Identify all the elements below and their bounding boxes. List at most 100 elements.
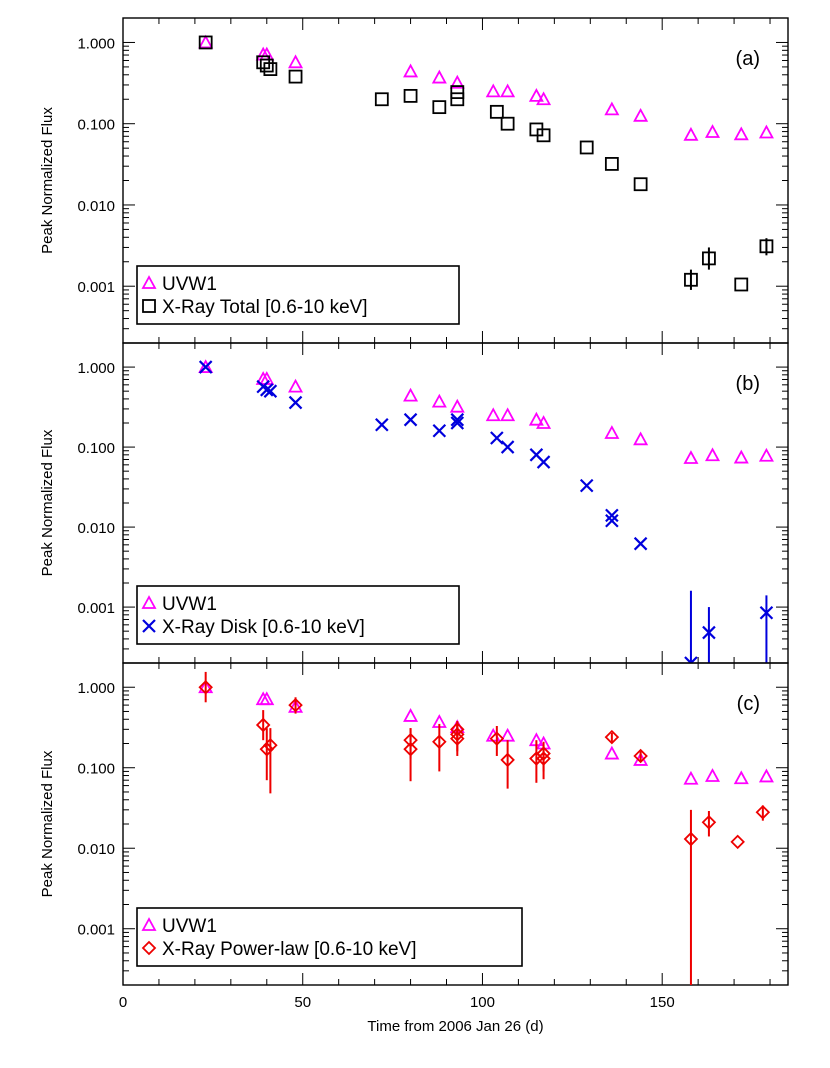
data-point <box>536 415 552 429</box>
data-point <box>536 746 551 761</box>
data-point <box>704 447 721 462</box>
data-point <box>403 387 419 402</box>
data-point <box>604 157 619 171</box>
data-point <box>633 177 648 192</box>
series-x <box>198 360 774 663</box>
panel-label: (a) <box>736 48 760 70</box>
data-point <box>432 100 447 115</box>
legend-box <box>136 907 523 967</box>
data-point <box>500 83 516 98</box>
series-diamond <box>198 671 771 985</box>
data-point <box>684 272 698 287</box>
data-point <box>259 58 274 73</box>
data-point <box>449 398 465 413</box>
data-point <box>704 768 721 782</box>
data-point <box>432 423 447 438</box>
data-point <box>490 431 504 445</box>
series-square <box>198 35 774 292</box>
data-point <box>263 384 278 398</box>
data-point <box>536 455 551 469</box>
data-point <box>403 412 418 427</box>
data-point <box>500 752 515 768</box>
data-point <box>633 536 648 551</box>
data-point <box>450 416 465 430</box>
data-point <box>528 88 544 102</box>
data-point <box>536 91 552 106</box>
data-point <box>198 360 213 374</box>
data-point <box>759 239 774 254</box>
data-point <box>758 447 774 462</box>
x-tick-label: 150 <box>650 994 675 1011</box>
x-tick-label: 0 <box>119 994 127 1011</box>
data-point <box>431 393 447 408</box>
legend-marker <box>141 275 157 289</box>
data-point <box>449 74 465 89</box>
data-point <box>758 124 774 139</box>
data-point <box>403 88 418 103</box>
data-point <box>288 697 303 713</box>
data-point <box>579 478 594 493</box>
data-point <box>263 62 278 77</box>
data-point <box>683 770 699 785</box>
data-point <box>288 395 303 410</box>
data-point <box>704 124 721 138</box>
y-axis-label: Peak Normalized Flux <box>39 429 56 576</box>
y-tick-label: 1.000 <box>77 360 115 377</box>
data-point <box>733 126 749 141</box>
legend-label: UVW1 <box>162 274 217 295</box>
data-point <box>263 738 278 753</box>
y-tick-label: 1.000 <box>77 35 115 52</box>
data-point <box>604 729 620 745</box>
data-point <box>759 605 774 620</box>
data-point <box>500 116 515 131</box>
y-tick-label: 0.100 <box>77 117 115 134</box>
data-point <box>683 126 699 141</box>
data-point <box>633 431 649 446</box>
data-point <box>683 450 699 464</box>
x-tick-label: 100 <box>470 994 495 1011</box>
y-axis-label: Peak Normalized Flux <box>39 750 56 897</box>
legend-box <box>136 265 460 325</box>
y-tick-label: 0.100 <box>77 440 115 457</box>
legend-marker <box>142 619 156 633</box>
data-point <box>374 92 389 107</box>
data-point <box>702 625 716 640</box>
data-point <box>633 748 648 764</box>
data-point <box>403 63 419 78</box>
data-point <box>260 383 274 397</box>
legend-label: UVW1 <box>162 916 217 937</box>
y-tick-label: 0.001 <box>77 279 115 296</box>
data-point <box>733 770 749 785</box>
data-point <box>683 831 699 847</box>
data-point <box>758 768 774 783</box>
data-point <box>485 407 501 422</box>
panel-label: (c) <box>737 693 760 715</box>
data-point <box>730 834 745 850</box>
y-tick-label: 0.010 <box>77 520 115 537</box>
data-point <box>733 449 749 464</box>
data-point <box>450 85 465 99</box>
data-point <box>198 34 214 49</box>
data-point <box>500 440 515 454</box>
data-point <box>701 815 717 830</box>
y-tick-label: 0.010 <box>77 841 115 858</box>
data-point <box>450 412 465 427</box>
series-triangle <box>198 359 774 464</box>
data-point <box>375 418 389 432</box>
legend-label: X-Ray Power-law [0.6-10 keV] <box>162 939 417 960</box>
panel-label: (b) <box>736 373 760 395</box>
data-point <box>633 107 649 122</box>
series-triangle <box>198 679 774 785</box>
data-point <box>702 251 716 266</box>
data-point <box>450 722 465 737</box>
data-point <box>288 54 304 69</box>
data-point <box>403 708 419 722</box>
data-point <box>288 378 304 393</box>
x-axis-label: Time from 2006 Jan 26 (d) <box>367 1018 543 1035</box>
